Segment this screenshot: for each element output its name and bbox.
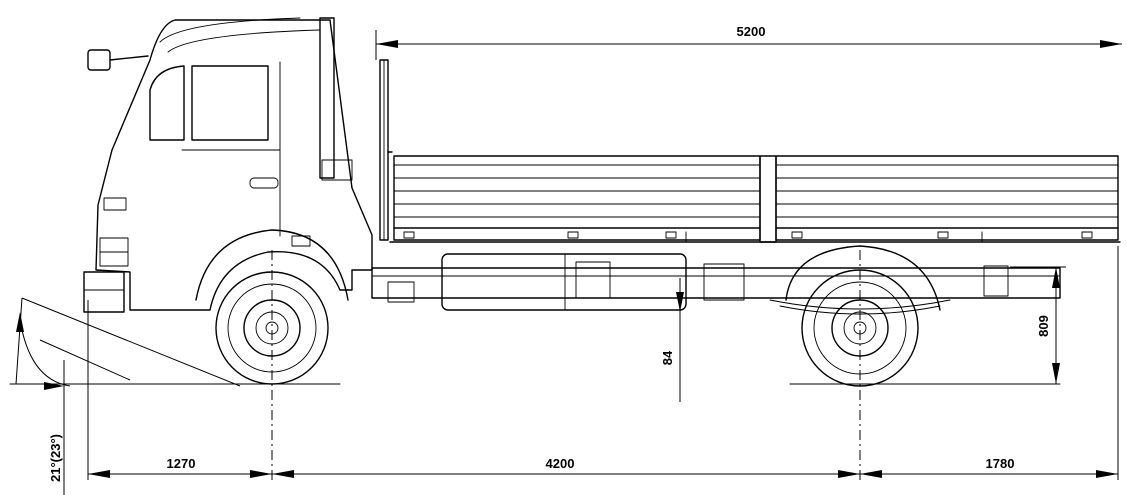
dim-label-5200: 5200 — [737, 24, 766, 39]
chassis-frame — [371, 253, 1061, 315]
dim-label-approach-angle: 21°(23°) — [48, 434, 63, 482]
dimension-ground-clearance: 84 — [660, 278, 684, 402]
dimension-body-length: 5200 — [375, 24, 1122, 60]
dim-label-1780: 1780 — [986, 456, 1015, 471]
dimension-approach-angle: 21°(23°) — [15, 297, 241, 495]
dim-label-4200: 4200 — [546, 456, 575, 471]
dim-label-809: 809 — [1036, 315, 1051, 337]
dimension-frame-height: 809 — [1010, 266, 1066, 384]
dim-label-84: 84 — [660, 350, 675, 365]
dim-label-1270: 1270 — [167, 456, 196, 471]
cargo-body — [379, 59, 1121, 243]
front-wheel — [215, 271, 329, 385]
truck-cab — [83, 17, 373, 313]
dimension-bottom-chain: 1270 4200 1780 — [87, 246, 1119, 480]
rear-wheel — [785, 245, 941, 387]
